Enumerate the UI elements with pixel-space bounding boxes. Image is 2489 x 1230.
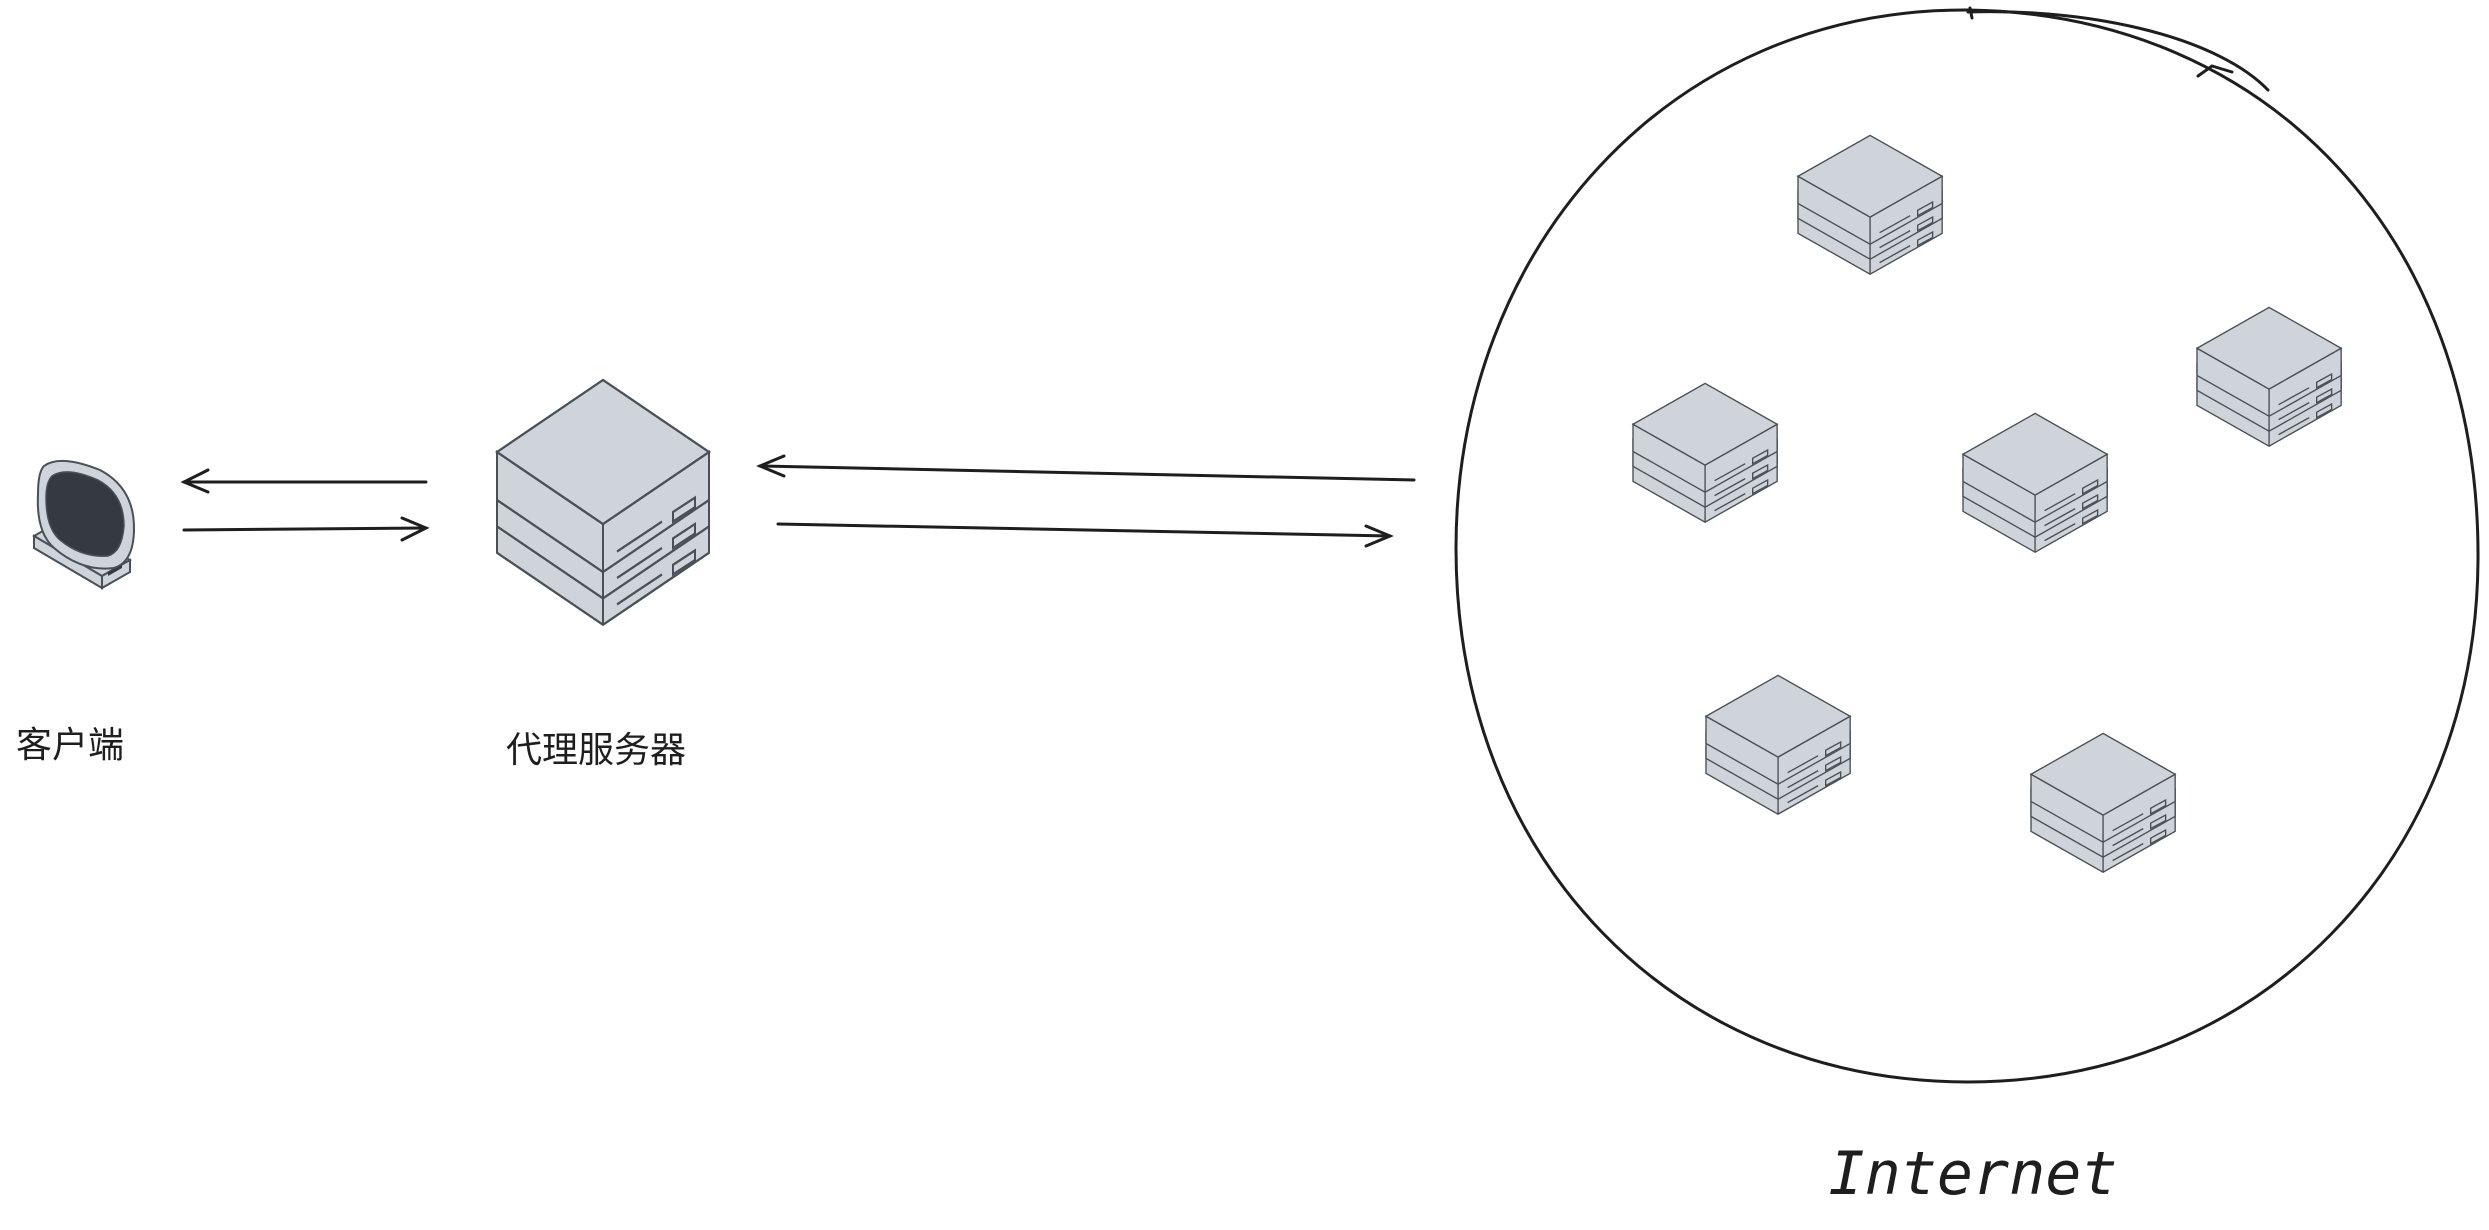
internet-server-icon [2030,732,2176,873]
arrow-proxy-to-client [180,468,428,494]
internet-boundary [1454,6,2480,1084]
internet-server-icon [1962,412,2108,553]
client-computer-icon [32,459,136,590]
internet-server-icon [1632,382,1778,523]
arrow-proxy-to-internet [776,522,1394,548]
proxy-server-icon [495,378,711,626]
internet-server-icon [2196,306,2342,447]
internet-server-icon [1797,134,1943,275]
client-label: 客户端 [16,725,124,766]
proxy-label: 代理服务器 [506,730,686,771]
arrow-internet-to-proxy [756,454,1416,482]
internet-label: Internet [1829,1139,2118,1209]
arrow-client-to-proxy [182,516,430,542]
internet-server-icon [1705,674,1851,815]
